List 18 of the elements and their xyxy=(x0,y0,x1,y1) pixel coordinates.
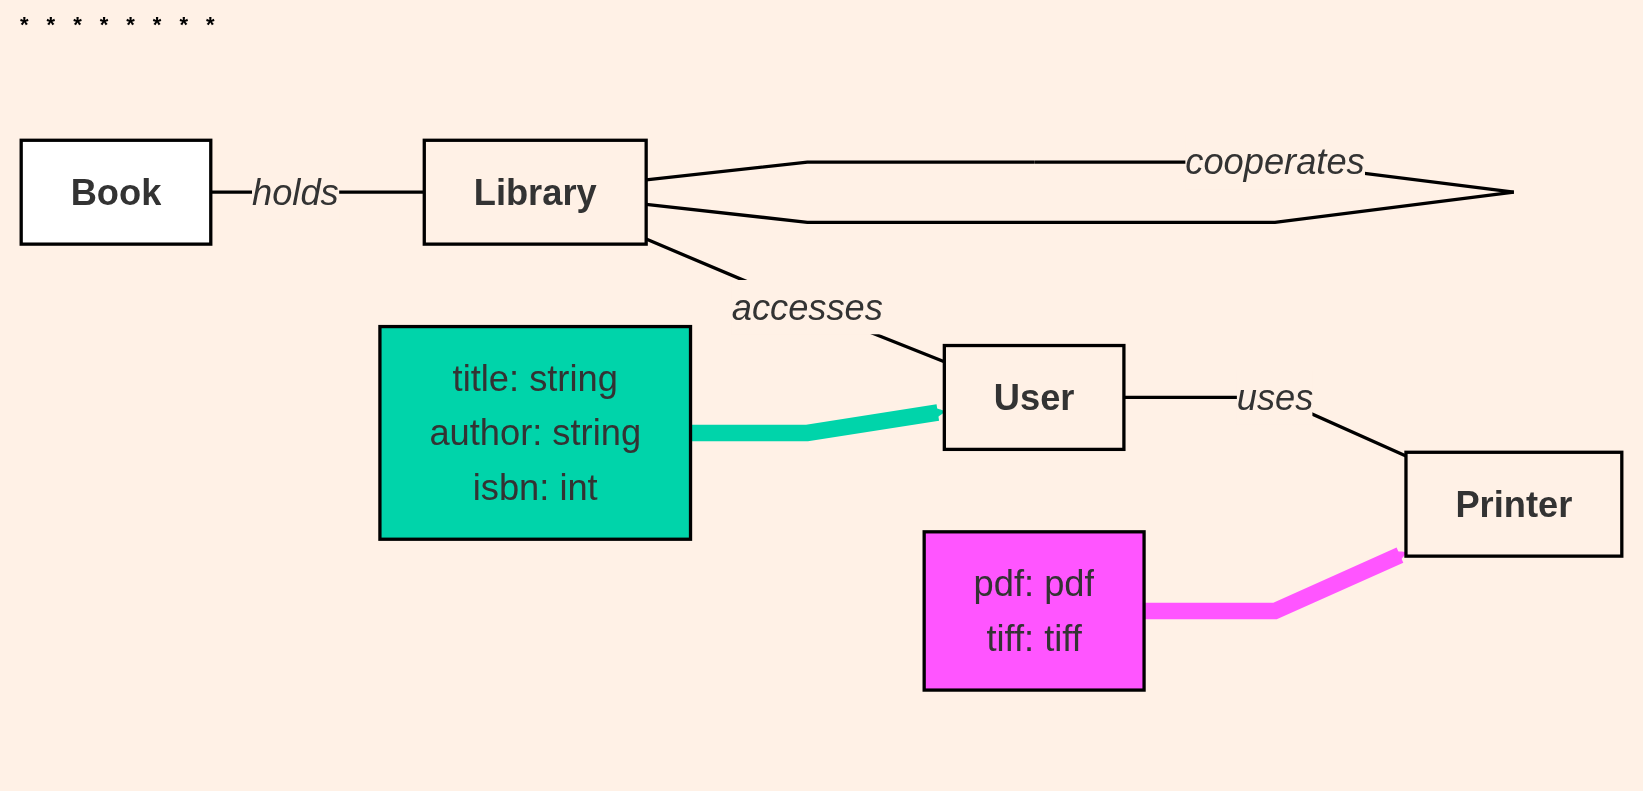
multiplicity-label: * xyxy=(179,12,188,38)
multiplicity-label: * xyxy=(152,12,162,38)
edge-label: accesses xyxy=(731,286,883,328)
edge-label: holds xyxy=(251,171,339,213)
multiplicity-label: * xyxy=(205,12,215,38)
node-box: pdf: pdf tiff: tiff xyxy=(922,530,1146,692)
multiplicity-label: * xyxy=(99,12,109,38)
node-box: Printer xyxy=(1404,450,1624,558)
node-box: Library xyxy=(422,138,648,246)
node-box: title: string author: string isbn: int xyxy=(378,324,693,541)
multiplicity-label: * xyxy=(126,12,135,38)
node-box: User xyxy=(942,343,1126,452)
multiplicity-label: * xyxy=(46,12,56,38)
edge-label: uses xyxy=(1236,376,1314,419)
multiplicity-label: * xyxy=(20,12,29,38)
node-box: Book xyxy=(19,138,213,246)
multiplicity-label: * xyxy=(73,12,82,38)
edge-label: cooperates xyxy=(1185,141,1365,183)
